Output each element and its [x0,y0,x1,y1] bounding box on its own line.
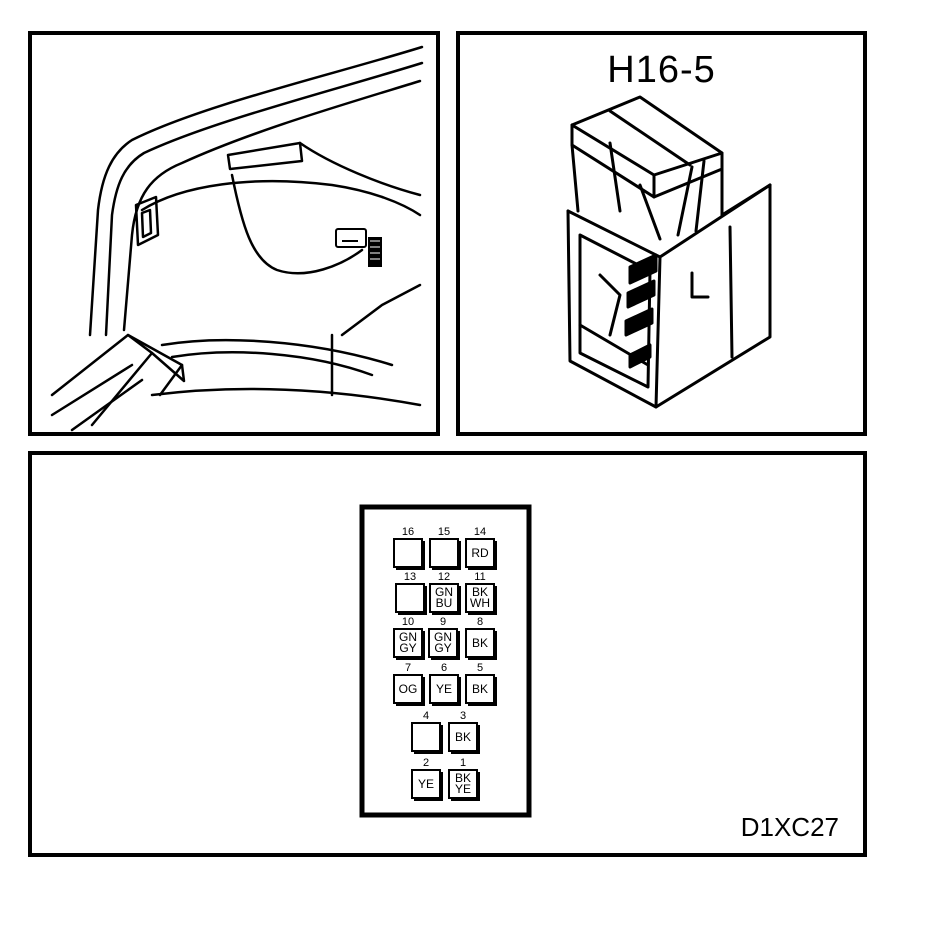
location-view-panel [28,31,440,436]
pin-cavity-box [429,538,459,568]
pin-number: 2 [423,757,429,769]
pin-number: 6 [441,662,447,674]
wire-color-label: BK [472,682,488,696]
pin-cavity-box [393,538,423,568]
pin-cavity-4: 4 [411,710,443,754]
connector-view-panel: H16-5 [456,31,867,436]
pin-cavity-8: 8BK [465,616,497,660]
pin-cavity-2: 2YE [411,757,443,801]
pin-cavity-box [393,628,423,658]
pin-cavity-5: 5BK [465,662,497,706]
pin-number: 7 [405,662,411,674]
pin-cavity-box [429,674,459,704]
pin-number: 10 [402,616,414,628]
connector-title: H16-5 [607,49,716,91]
wire-color-label: YE [418,777,434,791]
wire-color-label: OG [399,682,418,696]
pin-number: 1 [460,757,466,769]
wire-color-label: GN [399,630,417,644]
pin-number: 5 [477,662,483,674]
wire-color-label: BK [455,771,471,785]
wire-color-label: WH [470,596,490,610]
pin-number: 3 [460,710,466,722]
pin-number: 13 [404,571,416,583]
wire-color-label: GY [434,641,451,655]
pin-cavity-box [448,769,478,799]
pin-cavity-16: 16 [393,526,425,570]
wire-color-label: GN [434,630,452,644]
connector-3d-illustration [566,95,772,409]
vehicle-interior-illustration [50,45,424,432]
pin-number: 15 [438,526,450,538]
pin-number: 12 [438,571,450,583]
pin-cavity-box [429,583,459,613]
pin-cavity-15: 15 [429,526,461,570]
diagram-code: D1XC27 [740,812,839,842]
pin-cavity-box [448,722,478,752]
wire-color-label: GN [435,585,453,599]
pin-cavity-box [465,583,495,613]
pin-cavity-3: 3BK [448,710,480,754]
wire-color-label: BK [472,585,488,599]
pin-cavity-box [395,583,425,613]
pin-cavity-box [465,538,495,568]
pin-cavity-13: 13 [395,571,427,615]
pin-cavity-box [411,769,441,799]
pin-cavity-box [465,674,495,704]
pin-number: 8 [477,616,483,628]
pin-number: 4 [423,710,429,722]
pin-number: 11 [474,571,485,583]
pin-number: 16 [402,526,414,538]
wire-color-label: BK [455,730,471,744]
pin-cavity-box [393,674,423,704]
pin-cavity-box [465,628,495,658]
wire-color-label: BK [472,636,488,650]
wire-color-label: BU [436,596,453,610]
pin-number: 9 [440,616,446,628]
pinout-frame [359,504,532,818]
wire-color-label: YE [455,782,471,796]
pin-cavity-7: 7OG [393,662,425,706]
wire-color-label: GY [399,641,416,655]
pin-number: 14 [474,526,486,538]
wire-color-label: RD [471,546,489,560]
pin-cavity-box [428,628,458,658]
wire-color-label: YE [436,682,452,696]
pin-cavity-box [411,722,441,752]
pin-cavity-6: 6YE [429,662,461,706]
